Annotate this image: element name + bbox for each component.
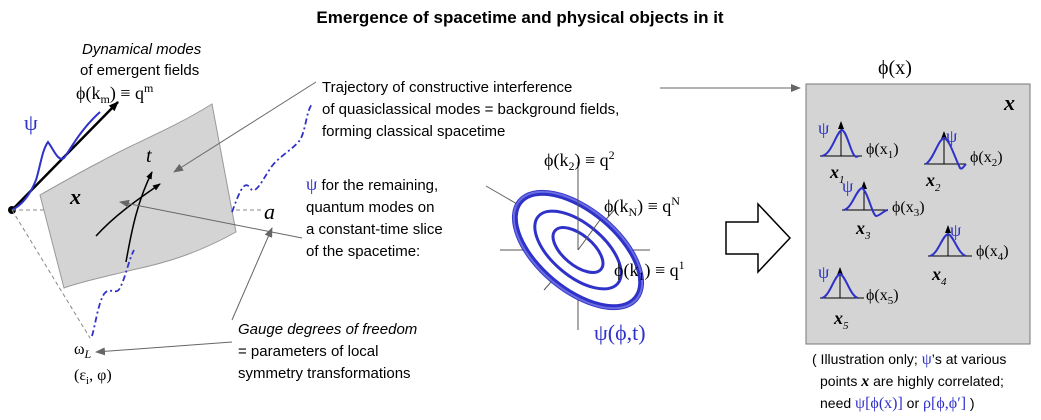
gauge-line2: = parameters of local: [238, 343, 379, 360]
x-point-1: x1: [829, 162, 845, 186]
psi-point-4: ψ: [950, 220, 962, 240]
note-line1: ( Illustration only; ψ’s at various: [812, 351, 1006, 368]
x-label-sheet: x: [69, 184, 81, 209]
x-point-5: x5: [833, 308, 849, 332]
slice-arrow: [119, 199, 303, 239]
trajectory-line1: Trajectory of constructive interference: [322, 79, 572, 96]
x-point-2: x2: [925, 170, 941, 194]
remaining-line4: of the spacetime:: [306, 243, 420, 260]
trajectory-line2: of quasiclassical modes = background fie…: [322, 101, 619, 118]
psi-point-5: ψ: [818, 262, 830, 282]
phi-point-3: ϕ(x3): [892, 199, 925, 219]
dynamical-modes-caption: Dynamical modes: [82, 41, 202, 58]
gauge-title: Gauge degrees of freedom: [238, 321, 417, 338]
field-point-5: ψ ϕ(x5) x5: [818, 262, 899, 332]
diagram-title: Emergence of spacetime and physical obje…: [316, 8, 724, 27]
x-point-4: x4: [931, 264, 947, 288]
note-line2: points x are highly correlated;: [820, 373, 1004, 390]
psi-point-1: ψ: [818, 118, 830, 138]
t-direction-arrow: [125, 171, 153, 263]
kN-label: ϕ(kN) ≡ qN: [604, 194, 680, 219]
gauge-arrow-omega: [95, 341, 233, 356]
gauge-line3: symmetry transformations: [238, 365, 411, 382]
remaining-line1: ψ for the remaining,: [306, 174, 438, 194]
transition-arrow: [725, 202, 792, 274]
k1-label: ϕ(k1) ≡ q1: [614, 258, 685, 283]
field-point-3: ψ ϕ(x3) x3: [842, 176, 925, 242]
psi-phi-t-label: ψ(ϕ,t): [594, 320, 646, 345]
k2-label: ϕ(k2) ≡ q2: [544, 148, 615, 173]
phi-point-5: ϕ(x5): [866, 287, 899, 307]
gauge-arrow-a: [231, 227, 273, 321]
trajectory-line3: forming classical spacetime: [322, 123, 505, 140]
trajectory-arrow: [173, 81, 317, 173]
a-label: a: [264, 199, 275, 224]
ellipse-middle: [533, 209, 623, 291]
eps-phi-label: (εi, φ): [74, 367, 112, 387]
phi-point-2: ϕ(x2): [970, 149, 1003, 169]
ellipse-inner: [551, 226, 605, 274]
psi-point-3: ψ: [842, 176, 854, 196]
ellipse-axis-kN: [577, 219, 601, 251]
field-point-2: ψ ϕ(x2) x2: [924, 126, 1003, 194]
dashed-axis-omega: [11, 209, 91, 339]
note-line3: need ψ[ϕ(x)] or ρ[ϕ,ϕ′] ): [820, 395, 975, 412]
psi-symbol-left: ψ: [24, 110, 38, 135]
omega-label: ωL: [74, 341, 92, 361]
field-point-1: ψ ϕ(x1) x1: [818, 118, 899, 186]
field-point-4: ψ ϕ(x4) x4: [928, 220, 1009, 288]
phi-x-heading: ϕ(x): [878, 57, 912, 79]
phi-point-4: ϕ(x4): [976, 243, 1009, 263]
remaining-line2: quantum modes on: [306, 199, 434, 216]
gauge-curve-upper: [231, 103, 313, 213]
t-label-sheet: t: [146, 145, 152, 167]
remaining-line3: a constant-time slice: [306, 221, 443, 238]
phi-point-1: ϕ(x1): [866, 141, 899, 161]
mode-label: ϕ(km) ≡ qm: [76, 81, 154, 106]
box-x-label: x: [1003, 90, 1015, 115]
spacetime-sheet: [39, 103, 237, 289]
psi-point-2: ψ: [946, 126, 958, 146]
psi-wavefunction-curve: [11, 111, 101, 211]
x-point-3: x3: [855, 218, 871, 242]
emergent-fields-caption: of emergent fields: [80, 62, 199, 79]
gauge-curve-lower: [91, 249, 135, 337]
